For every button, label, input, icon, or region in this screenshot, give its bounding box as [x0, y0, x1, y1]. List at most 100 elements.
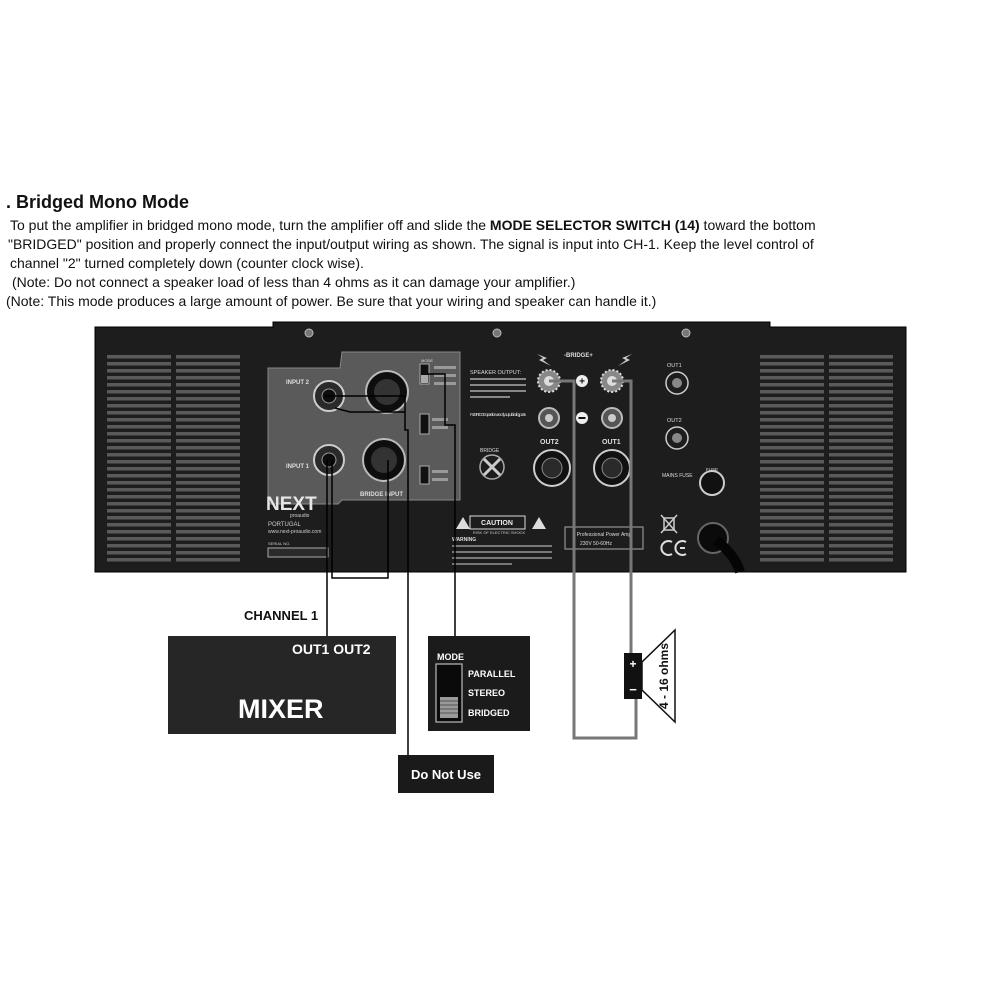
mixer-label: MIXER	[238, 694, 324, 724]
speakon-out1[interactable]	[593, 449, 631, 487]
vent-slat	[829, 397, 893, 401]
speakon-pinout-diagrams: OUT1 OUT2 MAINS FUSE FUSE	[660, 363, 745, 574]
vent-slat	[760, 481, 824, 485]
vent-slat	[176, 383, 240, 387]
note-power: (Note: This mode produces a large amount…	[6, 293, 657, 309]
vent-slat	[829, 474, 893, 478]
vent-slat	[107, 551, 171, 555]
vent-slat	[760, 474, 824, 478]
fuse-label: FUSE	[706, 467, 718, 472]
vent-slat	[107, 467, 171, 471]
vent-slat	[176, 397, 240, 401]
vent-slat	[829, 376, 893, 380]
input-1-label: INPUT 1	[286, 464, 310, 470]
mode-selector-switch-reference: MODE SELECTOR SWITCH (14)	[489, 217, 700, 233]
serial-box	[267, 547, 329, 558]
vent-slat	[829, 551, 893, 555]
limiter-switch[interactable]	[419, 413, 430, 435]
vent-slat	[176, 362, 240, 366]
vent-slat	[829, 411, 893, 415]
ground-switch[interactable]	[419, 465, 430, 485]
vent-slat	[107, 474, 171, 478]
serial-label: SERIAL NO.	[268, 541, 290, 546]
vent-slat	[829, 523, 893, 527]
vent-slat	[760, 502, 824, 506]
vent-slat	[107, 516, 171, 520]
vent-slat	[829, 460, 893, 464]
right-vent-grille	[760, 355, 893, 562]
mixer-box: OUT1 OUT2 MIXER	[168, 636, 396, 734]
for-bridge-text: For BRIDGE operation use only output bin…	[470, 412, 527, 417]
vent-slat	[176, 376, 240, 380]
vent-slat	[829, 481, 893, 485]
mode-switch-slider[interactable]	[435, 663, 463, 723]
bridge-cross-icon	[479, 454, 505, 480]
bridge-top-label: -BRIDGE+	[564, 353, 593, 359]
input-section: INPUT 2 INPUT 1 BRIDGE INPUT MODE	[267, 351, 461, 505]
input-2-xlr-connector[interactable]	[365, 370, 409, 414]
caution-sub: RISK OF ELECTRIC SHOCK	[473, 530, 526, 535]
mode-option-bridged: BRIDGED	[468, 708, 510, 718]
binding-post-black-right[interactable]	[601, 407, 623, 429]
ce-mark-icon	[660, 540, 687, 556]
vent-slat	[829, 439, 893, 443]
vent-slat	[760, 390, 824, 394]
speakon-out2[interactable]	[533, 449, 571, 487]
vent-slat	[760, 495, 824, 499]
speaker-minus-label: −	[629, 682, 637, 697]
panel-screw	[492, 328, 502, 338]
mode-option-parallel: PARALLEL	[468, 669, 516, 679]
vent-slat	[760, 488, 824, 492]
vent-slat	[760, 544, 824, 548]
vent-slat	[176, 474, 240, 478]
caution-label: CAUTION RISK OF ELECTRIC SHOCK WARNING	[452, 515, 552, 565]
vent-slat	[176, 537, 240, 541]
vent-slat	[760, 551, 824, 555]
binding-post-black-left[interactable]	[538, 407, 560, 429]
vent-slat	[176, 411, 240, 415]
mains-fuse-label: MAINS FUSE	[662, 473, 693, 479]
vent-slat	[176, 404, 240, 408]
vent-slat	[829, 418, 893, 422]
vent-slat	[107, 425, 171, 429]
speakon-out1-label: OUT1	[667, 363, 682, 369]
vent-slat	[176, 425, 240, 429]
vent-slat	[829, 537, 893, 541]
input-1-jack[interactable]	[313, 444, 345, 476]
vent-slat	[176, 502, 240, 506]
vent-slat	[107, 537, 171, 541]
svg-text:+: +	[579, 377, 585, 388]
vent-slat	[760, 425, 824, 429]
vent-slat	[760, 460, 824, 464]
vent-slat	[829, 446, 893, 450]
vent-slat	[176, 460, 240, 464]
brand-website: www.next-proaudio.com	[268, 529, 321, 535]
vent-slat	[760, 439, 824, 443]
vent-slat	[107, 488, 171, 492]
vent-slat	[829, 467, 893, 471]
signal-cables	[325, 373, 638, 760]
vent-slat	[829, 383, 893, 387]
vent-slat	[176, 558, 240, 562]
vent-slat	[107, 418, 171, 422]
vent-slat	[829, 530, 893, 534]
vent-slat	[107, 369, 171, 373]
vent-slat	[107, 383, 171, 387]
vent-slat	[107, 446, 171, 450]
instructions-paragraph: To put the amplifier in bridged mono mod…	[6, 216, 986, 311]
brand-sub: proaudio	[290, 513, 310, 519]
vent-slat	[760, 537, 824, 541]
vent-slat	[176, 418, 240, 422]
instruction-line-1: To put the amplifier in bridged mono mod…	[6, 216, 986, 235]
caution-text: CAUTION	[481, 520, 513, 527]
input-2-label: INPUT 2	[286, 380, 310, 386]
vent-slat	[176, 390, 240, 394]
vent-slat	[176, 446, 240, 450]
fuse-holder[interactable]: FUSE	[699, 467, 725, 496]
input-1-xlr-connector[interactable]	[362, 438, 406, 482]
mode-switch-callout: MODE PARALLEL STEREO BRIDGED	[428, 636, 530, 731]
vent-slat	[829, 404, 893, 408]
vent-slat	[107, 411, 171, 415]
brand-block: NEXT proaudio PORTUGAL www.next-proaudio…	[266, 494, 329, 558]
warning-text: WARNING	[452, 537, 476, 543]
